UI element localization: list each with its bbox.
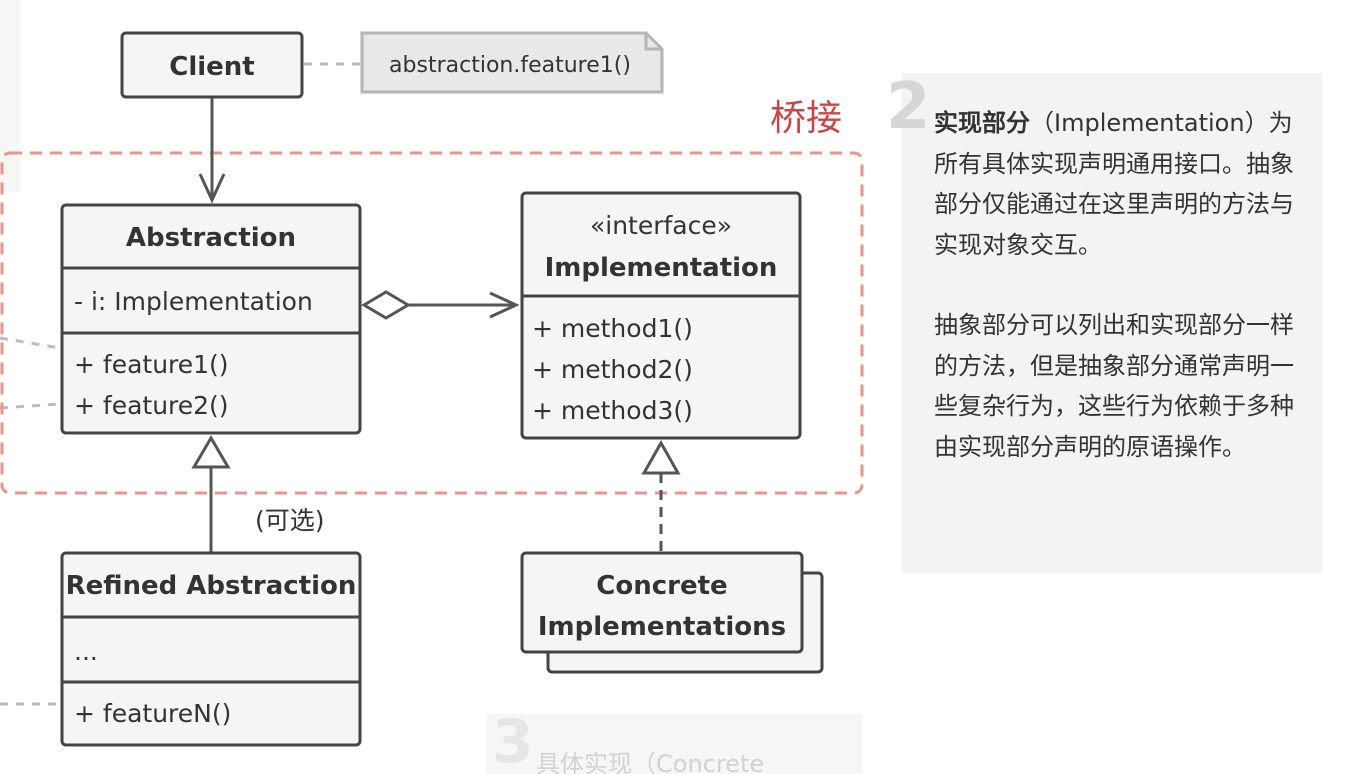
realization-triangle xyxy=(641,439,681,475)
bridge-region xyxy=(0,151,864,495)
implementation-method-1: + method1() xyxy=(532,314,693,343)
aggregation-diamond xyxy=(361,290,411,320)
refined-abstraction-class: Refined Abstraction ... + featureN() xyxy=(60,551,362,747)
description-heading-en: （Implementation） xyxy=(1030,109,1269,137)
note-text: abstraction.feature1() xyxy=(389,53,631,78)
left-dashed-connector-2 xyxy=(0,402,61,410)
arrowhead-open xyxy=(198,173,226,204)
left-dashed-connector-1 xyxy=(0,336,61,350)
left-panel-remnant xyxy=(0,0,20,192)
client-label: Client xyxy=(169,52,254,82)
abstraction-field: - i: Implementation xyxy=(74,287,313,316)
abstraction-title: Abstraction xyxy=(126,223,296,253)
bridge-pattern-diagram: 桥接 Client abstraction.feature1() Abstrac… xyxy=(0,0,864,747)
implementation-method-3: + method3() xyxy=(532,396,693,425)
description-paragraph-1: 实现部分（Implementation）为所有具体实现声明通用接口。抽象部分仅能… xyxy=(934,103,1294,265)
abstraction-method-2: + feature2() xyxy=(74,391,229,420)
concrete-title-line-2: Implementations xyxy=(538,612,786,642)
bridge-label: 桥接 xyxy=(770,98,842,139)
concrete-description-panel: 3 具体实现（Concrete xyxy=(486,714,862,774)
inheritance-triangle xyxy=(191,435,231,469)
implementation-stereotype: «interface» xyxy=(590,211,732,240)
implementation-method-2: + method2() xyxy=(532,355,693,384)
client-box xyxy=(120,31,304,99)
description-text: 实现部分（Implementation）为所有具体实现声明通用接口。抽象部分仅能… xyxy=(934,103,1294,507)
concrete-description-text: 具体实现（Concrete xyxy=(536,750,765,774)
step-number: 2 xyxy=(886,70,931,144)
note-box xyxy=(360,31,664,94)
refined-method: + featureN() xyxy=(74,699,231,728)
implementation-interface: «interface» Implementation + method1() +… xyxy=(520,191,802,440)
abstraction-class: Abstraction - i: Implementation + featur… xyxy=(60,203,362,435)
description-heading: 实现部分 xyxy=(934,109,1030,137)
implementation-description-panel: 2 实现部分（Implementation）为所有具体实现声明通用接口。抽象部分… xyxy=(886,73,1322,573)
implementation-title: Implementation xyxy=(545,253,778,283)
step-number: 3 xyxy=(492,714,534,774)
refined-field: ... xyxy=(74,637,98,666)
refined-title: Refined Abstraction xyxy=(66,571,357,601)
description-para-1: 为所有具体实现声明通用接口。抽象部分仅能通过在这里声明的方法与实现对象交互。 xyxy=(934,109,1294,259)
description-paragraph-2: 抽象部分可以列出和实现部分一样的方法，但是抽象部分通常声明一些复杂行为，这些行为… xyxy=(934,311,1294,461)
concrete-implementations-class: Concrete Implementations xyxy=(520,551,824,674)
arrowhead-open xyxy=(489,291,520,319)
optional-label: (可选) xyxy=(255,506,325,535)
concrete-title-line-1: Concrete xyxy=(596,571,727,601)
abstraction-method-1: + feature1() xyxy=(74,350,229,379)
note-fold xyxy=(644,33,662,51)
